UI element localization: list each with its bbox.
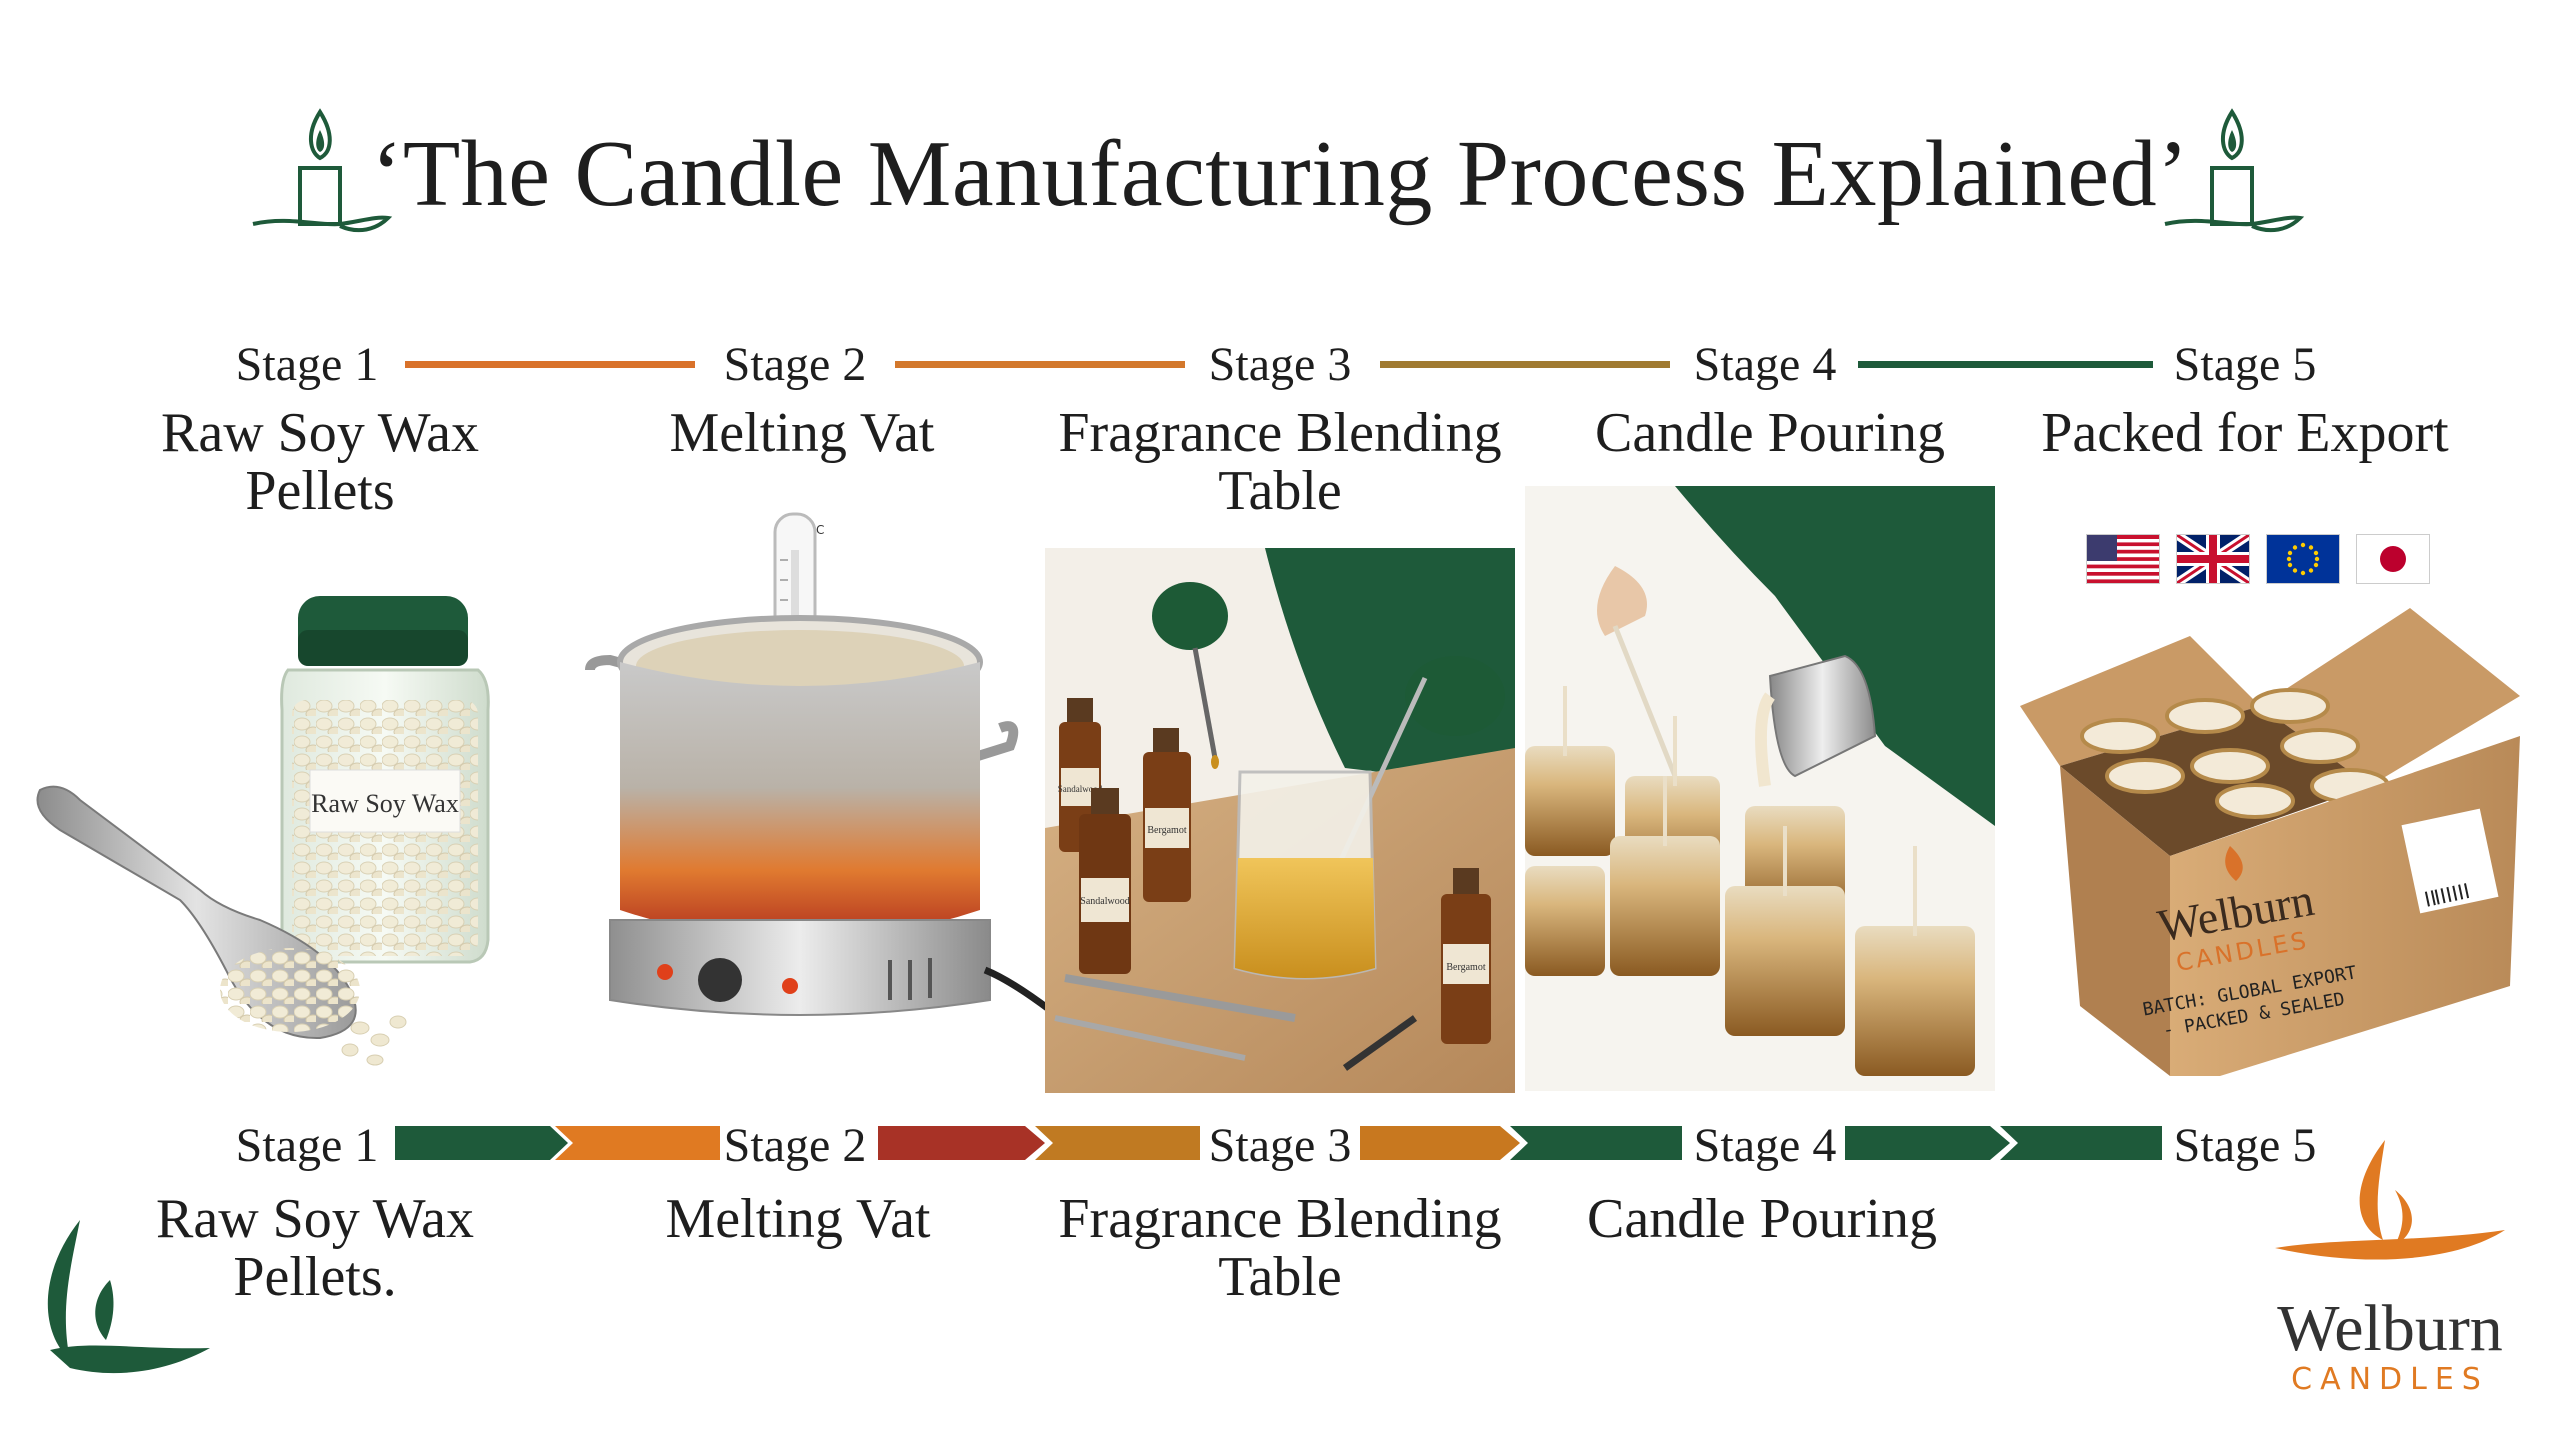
soy-wax-jar-illustration: Raw Soy Wax [36, 596, 490, 1066]
top-stage-4-label: Stage 4 [1693, 338, 1837, 391]
us-flag [2086, 534, 2160, 584]
candle-icon-left [252, 108, 393, 233]
bottom-process-arrows [395, 1126, 2162, 1160]
arrow-segment-5 [1360, 1126, 1520, 1160]
bottle-label-2: Bergamot [1147, 825, 1186, 836]
thermometer-unit: C [816, 523, 824, 537]
candle-icon-right [2164, 108, 2305, 233]
top-stage-1-name: Raw Soy Wax Pellets [160, 402, 479, 522]
arrow-segment-6 [1510, 1126, 1682, 1160]
candle-pouring-illustration [1525, 486, 1995, 1091]
flame-logo-icon [2275, 1140, 2505, 1260]
bottom-stage-3-name: Fragrance Blending Table [1058, 1188, 1502, 1308]
top-stage-4-name: Candle Pouring [1595, 402, 1945, 464]
top-connector-3 [1380, 361, 1670, 368]
amber-bottle-2: Bergamot [1143, 728, 1191, 902]
logo-sub: CANDLES [2291, 1362, 2489, 1397]
eu-flag [2266, 534, 2340, 584]
leaf-flame-logo [47, 1220, 210, 1374]
top-connector-1 [405, 361, 695, 368]
arrow-segment-2 [555, 1126, 720, 1160]
bottom-stage-4-label: Stage 4 [1693, 1119, 1837, 1172]
candle-jar-row [1525, 746, 1975, 1076]
top-connector-2 [895, 361, 1185, 368]
japan-flag [2356, 534, 2430, 584]
bottom-stage-1-name: Raw Soy Wax Pellets. [155, 1188, 474, 1308]
arrow-segment-1 [395, 1126, 568, 1160]
bottom-stage-1-label: Stage 1 [235, 1119, 379, 1172]
uk-flag [2176, 534, 2250, 584]
arrow-segment-3 [878, 1126, 1045, 1160]
page-title: ‘The Candle Manufacturing Process Explai… [371, 122, 2189, 226]
bottle-label-1: Sandalwood [1058, 784, 1103, 794]
bottom-stage-4-name: Candle Pouring [1587, 1188, 1937, 1250]
bottom-stage-3-label: Stage 3 [1208, 1119, 1352, 1172]
top-connector-4 [1858, 361, 2153, 368]
bottom-stage-2-name: Melting Vat [665, 1188, 931, 1250]
fragrance-table-illustration: Sandalwood Bergamot Sandalwood Bergamot [1045, 548, 1515, 1093]
arrow-segment-7 [1845, 1126, 2010, 1160]
top-stage-3-label: Stage 3 [1208, 338, 1352, 391]
bottle-label-4: Bergamot [1446, 962, 1485, 973]
bottle-label-3: Sandalwood [1080, 896, 1129, 907]
arrow-segment-8 [2000, 1126, 2162, 1160]
bottom-stage-2-label: Stage 2 [723, 1119, 867, 1172]
top-stage-5-name: Packed for Export [2041, 402, 2449, 464]
welburn-logo: Welburn CANDLES [2255, 1130, 2525, 1410]
arrow-segment-4 [1035, 1126, 1200, 1160]
amber-bottle-4: Bergamot [1441, 868, 1491, 1044]
top-stage-5-label: Stage 5 [2173, 338, 2317, 391]
jar-label: Raw Soy Wax [311, 789, 459, 818]
bottom-stage-5-label: Stage 5 [2173, 1119, 2317, 1172]
amber-bottle-3: Sandalwood [1079, 788, 1131, 974]
export-box-illustration: Welburn CANDLES BATCH: GLOBAL EXPORT - P… [2020, 608, 2520, 1076]
top-stage-3-name: Fragrance Blending Table [1058, 402, 1502, 522]
logo-brand: Welburn [2277, 1292, 2503, 1365]
top-stage-2-name: Melting Vat [669, 402, 935, 464]
top-stage-1-label: Stage 1 [235, 338, 379, 391]
top-stage-2-label: Stage 2 [723, 338, 867, 391]
melting-vat-illustration: C [585, 512, 1053, 1016]
